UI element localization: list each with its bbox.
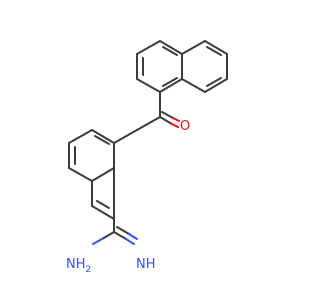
- bond: [91, 205, 115, 220]
- structure-canvas: O NH2 NH: [0, 0, 300, 300]
- hetero-bonds: [92, 111, 180, 245]
- carbonyl-double-bond-half: [161, 111, 174, 119]
- amine-nitrogen-text: NH: [66, 257, 86, 272]
- bond: [181, 78, 206, 93]
- double-bond-inner: [96, 200, 110, 209]
- bond: [181, 40, 206, 55]
- double-bond-inner: [206, 46, 222, 56]
- bond: [204, 40, 228, 55]
- carbonyl-bond-half-oxygen: [171, 123, 179, 128]
- oxygen-label: O: [180, 119, 190, 134]
- bond: [113, 129, 138, 144]
- double-bond-inner: [94, 135, 110, 145]
- background: [0, 0, 300, 300]
- imine-bond-half-nitrogen: [125, 238, 135, 245]
- imine-bond-half: [113, 231, 127, 240]
- bond: [136, 40, 161, 55]
- imine-double-bond-half: [116, 226, 130, 235]
- imine-nitrogen-label: NH: [136, 257, 156, 272]
- carbonyl-double-bond-half-oxygen: [172, 117, 180, 122]
- double-bond-inner: [206, 77, 222, 87]
- bond: [91, 129, 115, 144]
- amine-nitrogen-label: NH2: [66, 257, 91, 275]
- amine-bond-half: [101, 231, 115, 240]
- double-bond-inner: [162, 77, 178, 87]
- bond: [159, 40, 183, 55]
- amine-subscript: 2: [86, 265, 92, 275]
- bond: [68, 129, 93, 144]
- bond: [204, 78, 228, 93]
- bond: [136, 78, 161, 93]
- molecule-structure: O NH2 NH: [0, 0, 300, 300]
- bond-lines: [68, 40, 228, 233]
- carbonyl-bond-half: [159, 116, 173, 125]
- bond: [136, 116, 161, 131]
- amine-bond-half-nitrogen: [92, 238, 103, 245]
- double-bond-inner: [162, 46, 178, 56]
- bond: [159, 78, 183, 93]
- bond: [68, 167, 93, 182]
- imine-double-bond-half-nitrogen: [128, 233, 138, 240]
- bond: [91, 167, 115, 182]
